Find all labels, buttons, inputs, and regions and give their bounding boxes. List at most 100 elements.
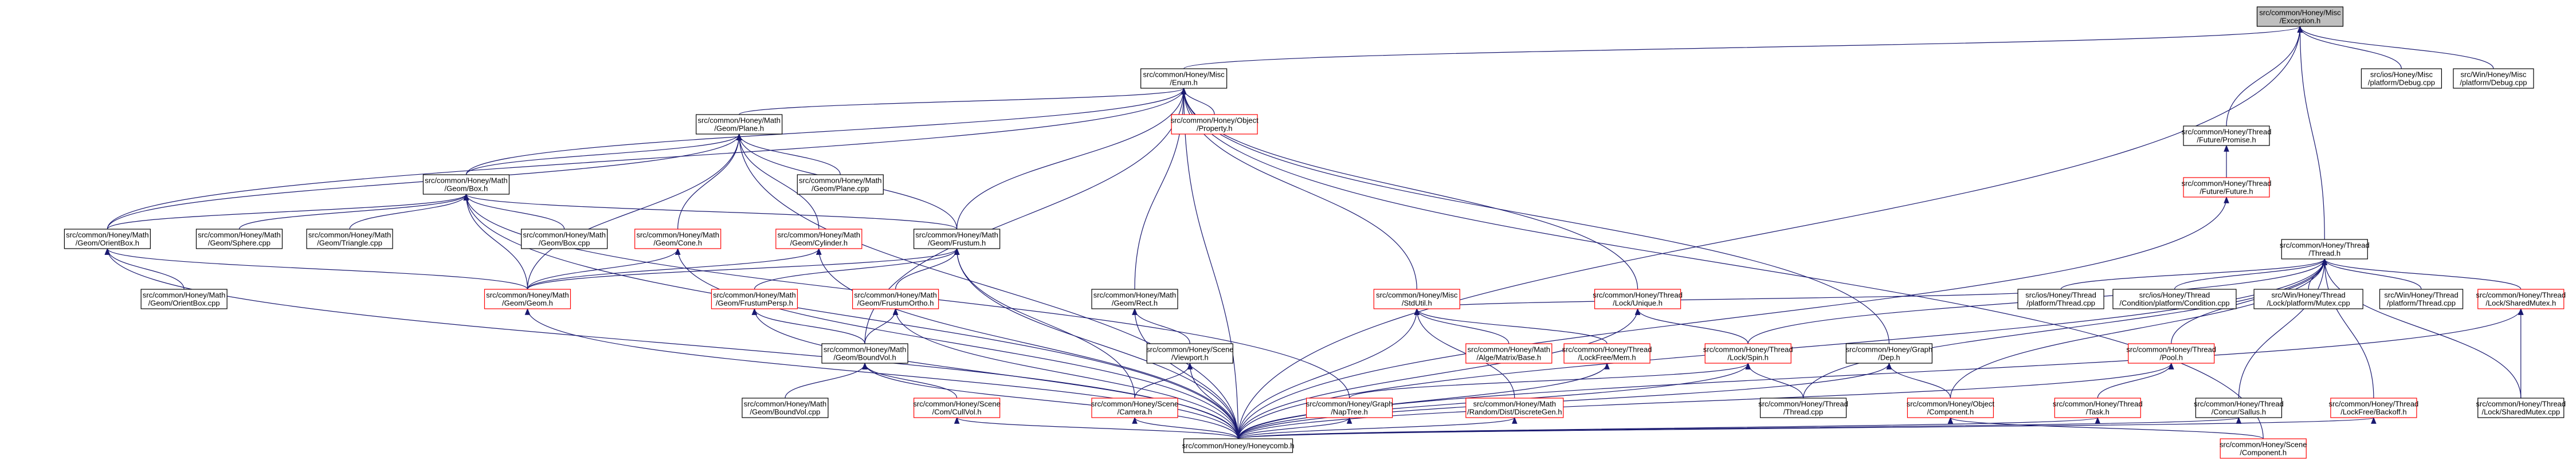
edge-plane_h-to-cylinder_h <box>736 133 820 230</box>
node-frustum-h[interactable]: src/common/Honey/Math/Geom/Frustum.h <box>913 229 1001 249</box>
node-frustumpersp-h[interactable]: src/common/Honey/Math/Geom/FrustumPersp.… <box>711 289 798 309</box>
node-frustumortho-h[interactable]: src/common/Honey/Math/Geom/FrustumOrtho.… <box>852 289 939 309</box>
node-honeycomb[interactable]: src/common/Honey/Honeycomb.h <box>1182 438 1295 453</box>
node-label: /Future/Future.h <box>2199 187 2253 196</box>
node-box <box>422 174 510 195</box>
edge-plane_h-to-geom_h <box>527 133 742 290</box>
node-triangle-cpp[interactable]: src/common/Honey/Math/Geom/Triangle.cpp <box>306 229 393 249</box>
node-label: src/common/Honey/Math <box>744 400 827 408</box>
edge-frustum_h-to-frustumortho_h <box>895 247 960 290</box>
node-orientbox-h[interactable]: src/common/Honey/Math/Geom/OrientBox.h <box>64 229 151 249</box>
node-lock-sharedmutex-h[interactable]: src/common/Honey/Thread/Lock/SharedMutex… <box>2476 289 2566 309</box>
node-box <box>1465 398 1564 418</box>
node-plane-cpp[interactable]: src/common/Honey/Math/Geom/Plane.cpp <box>797 174 884 195</box>
node-lock-spin[interactable]: src/common/Honey/Thread/Lock/Spin.h <box>1703 343 1793 364</box>
node-label: /Alge/Matrix/Base.h <box>1477 353 1542 362</box>
edge-pool_h-to-task_h <box>2097 362 2174 399</box>
node-graph-aptree[interactable]: src/common/Honey/Graph/NapTree.h <box>1306 398 1393 418</box>
edge-frustum_h-to-frustumpersp_h <box>754 247 960 290</box>
node-geom-h[interactable]: src/common/Honey/Math/Geom/Geom.h <box>484 289 571 309</box>
node-win-mutex[interactable]: src/Win/Honey/Thread/Lock/platform/Mutex… <box>2253 289 2363 309</box>
edge-frustum_h-to-camera_h <box>954 247 1135 399</box>
node-cone-h[interactable]: src/common/Honey/Math/Geom/Cone.h <box>634 229 722 249</box>
node-box <box>1091 289 1178 309</box>
node-box <box>1759 398 1847 418</box>
edge-thread_h-to-win_thread_cpp <box>2322 258 2422 290</box>
node-viewport-h[interactable]: src/common/Honey/Scene/Viewport.h <box>1146 343 1234 364</box>
node-boundvol-h[interactable]: src/common/Honey/Math/Geom/BoundVol.h <box>821 343 908 364</box>
edge-enum-to-scene_component <box>1181 87 2264 439</box>
node-box-h[interactable]: src/common/Honey/Math/Geom/Box.h <box>422 174 510 195</box>
node-future-promise[interactable]: src/common/Honey/Thread/Future/Promise.h <box>2182 125 2272 146</box>
node-object-property[interactable]: src/common/Honey/Object/Property.h <box>1171 114 1259 135</box>
node-cylinder-h[interactable]: src/common/Honey/Math/Geom/Cylinder.h <box>775 229 862 249</box>
node-label: /Condition/platform/Condition.cpp <box>2119 299 2229 308</box>
node-stdutil-h[interactable]: src/common/Honey/Misc/StdUtil.h <box>1373 289 1460 309</box>
node-label: src/common/Honey/Thread <box>2053 400 2143 408</box>
node-lockfree-mem[interactable]: src/common/Honey/Thread/LockFree/Mem.h <box>1562 343 1652 364</box>
node-label: src/common/Honey/Thread <box>2126 345 2216 354</box>
node-lock-sharedmutex-cpp[interactable]: src/common/Honey/Thread/Lock/SharedMutex… <box>2476 398 2566 418</box>
node-future-future[interactable]: src/common/Honey/Thread/Future/Future.h <box>2182 177 2272 198</box>
node-object-component[interactable]: src/common/Honey/Object/Component.h <box>1907 398 1995 418</box>
node-label: /Thread.h <box>2308 249 2340 258</box>
graph-edges <box>104 25 2524 439</box>
node-box <box>2256 6 2344 27</box>
node-box <box>1140 68 1228 89</box>
node-label: /Geom/Cylinder.h <box>790 239 848 247</box>
node-box <box>195 229 283 249</box>
node-rect-h[interactable]: src/common/Honey/Math/Geom/Rect.h <box>1091 289 1178 309</box>
node-label: src/common/Honey/Thread <box>2329 400 2419 408</box>
node-lock-unique[interactable]: src/common/Honey/Thread/Lock/Unique.h <box>1593 289 1683 309</box>
node-scene-component[interactable]: src/common/Honey/Scene/Component.h <box>2220 438 2307 459</box>
node-label: src/common/Honey/Math <box>1468 345 1551 354</box>
node-win-debug[interactable]: src/Win/Honey/Misc/platform/Debug.cpp <box>2453 68 2534 89</box>
node-label: /Pool.h <box>2159 353 2182 362</box>
node-ios-debug[interactable]: src/ios/Honey/Misc/platform/Debug.cpp <box>2361 68 2442 89</box>
node-box-cpp[interactable]: src/common/Honey/Math/Geom/Box.cpp <box>521 229 608 249</box>
node-box <box>711 289 798 309</box>
node-pool-h[interactable]: src/common/Honey/Thread/Pool.h <box>2126 343 2216 364</box>
node-lockfree-backoff[interactable]: src/common/Honey/Thread/LockFree/Backoff… <box>2329 398 2419 418</box>
node-label: src/ios/Honey/Thread <box>2025 291 2096 300</box>
edge-enum-to-honeycomb <box>1181 87 1239 439</box>
edge-frustum_h-to-honeycomb <box>954 247 1239 439</box>
node-box <box>2195 398 2283 418</box>
node-label: src/common/Honey/Graph <box>1306 400 1393 408</box>
node-thread-cpp[interactable]: src/common/Honey/Thread/Thread.cpp <box>1758 398 1848 418</box>
node-task-h[interactable]: src/common/Honey/Thread/Task.h <box>2053 398 2143 418</box>
edge-graph_dep-to-honeycomb <box>1237 362 1892 439</box>
node-concur-sallus[interactable]: src/common/Honey/Thread/Concur/Sallus.h <box>2194 398 2284 418</box>
node-sphere-cpp[interactable]: src/common/Honey/Math/Geom/Sphere.cpp <box>195 229 283 249</box>
node-orientbox-cpp[interactable]: src/common/Honey/Math/Geom/OrientBox.cpp <box>140 289 228 309</box>
node-label: /Geom/FrustumPersp.h <box>716 299 793 308</box>
node-ios-thread-cpp[interactable]: src/ios/Honey/Thread/platform/Thread.cpp <box>2017 289 2104 309</box>
node-label: /platform/Debug.cpp <box>2460 78 2527 87</box>
node-plane-h[interactable]: src/common/Honey/Math/Geom/Plane.h <box>696 114 783 135</box>
node-label: src/common/Honey/Thread <box>2476 291 2566 300</box>
node-thread-h[interactable]: src/common/Honey/Thread/Thread.h <box>2280 239 2370 260</box>
node-label: /Geom/Plane.cpp <box>811 184 869 193</box>
node-win-thread-cpp[interactable]: src/Win/Honey/Thread/platform/Thread.cpp <box>2379 289 2464 309</box>
node-camera-h[interactable]: src/common/Honey/Scene/Camera.h <box>1091 398 1178 418</box>
node-label: /Exception.h <box>2280 17 2321 25</box>
node-label: src/common/Honey/Math <box>824 345 907 354</box>
node-label: src/common/Honey/Object <box>1171 116 1259 125</box>
node-boundvol-cpp[interactable]: src/common/Honey/Math/Geom/BoundVol.cpp <box>742 398 829 418</box>
node-enum[interactable]: src/common/Honey/Misc/Enum.h <box>1140 68 1228 89</box>
node-label: /StdUtil.h <box>1402 299 1432 308</box>
node-graph-dep[interactable]: src/common/Honey/Graph/Dep.h <box>1846 343 1933 364</box>
node-random-dist[interactable]: src/common/Honey/Math/Random/Dist/Discre… <box>1465 398 1564 418</box>
edge-stdutil_h-to-alge_matrix <box>1414 308 1509 344</box>
edge-geom_h-to-honeycomb <box>524 308 1239 439</box>
node-box <box>2253 289 2363 309</box>
node-label: /Geom/OrientBox.cpp <box>148 299 220 308</box>
edge-frustumortho_h-to-honeycomb <box>892 308 1239 439</box>
node-alge-matrix[interactable]: src/common/Honey/Math/Alge/Matrix/Base.h <box>1465 343 1552 364</box>
edge-cylinder_h-to-geom_h <box>527 247 822 290</box>
edge-exception-to-honeycomb <box>1237 25 2303 439</box>
edge-plane_h-to-cone_h <box>677 133 742 230</box>
node-ios-condition[interactable]: src/ios/Honey/Thread/Condition/platform/… <box>2112 289 2237 309</box>
node-culivol-h[interactable]: src/common/Honey/Scene/Com/CullVol.h <box>913 398 1001 418</box>
